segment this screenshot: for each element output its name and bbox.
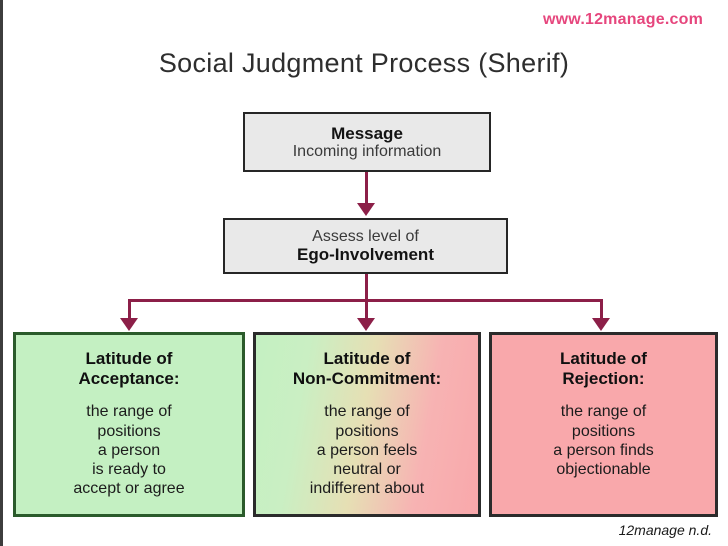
outcome-non-commitment-body-line4: neutral or — [333, 461, 401, 478]
outcome-acceptance-body: the range of positions a person is ready… — [16, 402, 242, 498]
outcome-non-commitment-body-line5: indifferent about — [309, 480, 425, 498]
slide-left-edge-rule — [0, 0, 3, 546]
watermark-label: www.12manage.com — [543, 11, 703, 28]
connector-message-to-ego-arrow-icon — [357, 203, 375, 216]
outcome-acceptance-heading: Latitude of Acceptance: — [16, 349, 242, 388]
diagram-frame: www.12manage.com Social Judgment Process… — [3, 0, 725, 519]
connector-arrow-rejection-icon — [592, 318, 610, 331]
node-ego-involvement: Assess level of Ego-Involvement — [223, 218, 508, 274]
outcome-rejection-heading-line1: Latitude of — [560, 349, 647, 368]
diagram-title: Social Judgment Process (Sherif) — [158, 48, 570, 78]
node-message-subtitle: Incoming information — [292, 142, 442, 160]
connector-message-to-ego-line — [365, 172, 368, 206]
node-ego-subtitle: Assess level of — [312, 227, 419, 245]
outcome-acceptance-heading-line1: Latitude of — [85, 349, 173, 368]
outcome-non-commitment-body-line1: the range of — [324, 403, 410, 421]
outcome-acceptance-body-line3: a person — [97, 441, 161, 459]
outcome-acceptance-body-line4: is ready to — [92, 461, 166, 478]
connector-branch-center-drop — [365, 299, 368, 321]
outcome-rejection-body-line2: positions — [571, 422, 636, 440]
outcome-rejection-body-line4: objectionable — [556, 461, 651, 478]
connector-branch-stem — [365, 274, 368, 301]
node-message: Message Incoming information — [243, 112, 491, 172]
connector-branch-left-drop — [128, 299, 131, 321]
connector-arrow-noncommitment-icon — [357, 318, 375, 331]
outcome-box-acceptance: Latitude of Acceptance: the range of pos… — [13, 332, 245, 517]
outcome-rejection-body-line3: a person finds — [553, 441, 654, 459]
outcome-non-commitment-body-line3: a person feels — [316, 441, 418, 459]
outcome-rejection-heading: Latitude of Rejection: — [492, 349, 715, 388]
outcome-non-commitment-body-line2: positions — [335, 422, 399, 440]
source-credit: 12manage n.d. — [618, 522, 712, 538]
outcome-acceptance-body-line1: the range of — [86, 403, 172, 421]
outcome-box-non-commitment: Latitude of Non-Commitment: the range of… — [253, 332, 481, 517]
outcome-non-commitment-heading-line2: Non-Commitment: — [292, 368, 442, 388]
outcome-rejection-heading-line2: Rejection: — [562, 368, 645, 388]
outcome-acceptance-heading-line2: Acceptance: — [78, 368, 180, 388]
node-ego-heading: Ego-Involvement — [297, 245, 434, 265]
node-message-heading: Message — [331, 123, 403, 143]
outcome-rejection-body: the range of positions a person finds ob… — [492, 402, 715, 479]
outcome-rejection-body-line1: the range of — [560, 403, 647, 421]
outcome-non-commitment-heading-line1: Latitude of — [323, 349, 411, 368]
connector-arrow-acceptance-icon — [120, 318, 138, 331]
connector-branch-right-drop — [600, 299, 603, 321]
outcome-non-commitment-heading: Latitude of Non-Commitment: — [256, 349, 478, 388]
outcome-acceptance-body-line5: accept or agree — [73, 480, 185, 498]
outcome-box-rejection: Latitude of Rejection: the range of posi… — [489, 332, 718, 517]
outcome-acceptance-body-line2: positions — [97, 422, 161, 440]
outcome-non-commitment-body: the range of positions a person feels ne… — [256, 402, 478, 498]
